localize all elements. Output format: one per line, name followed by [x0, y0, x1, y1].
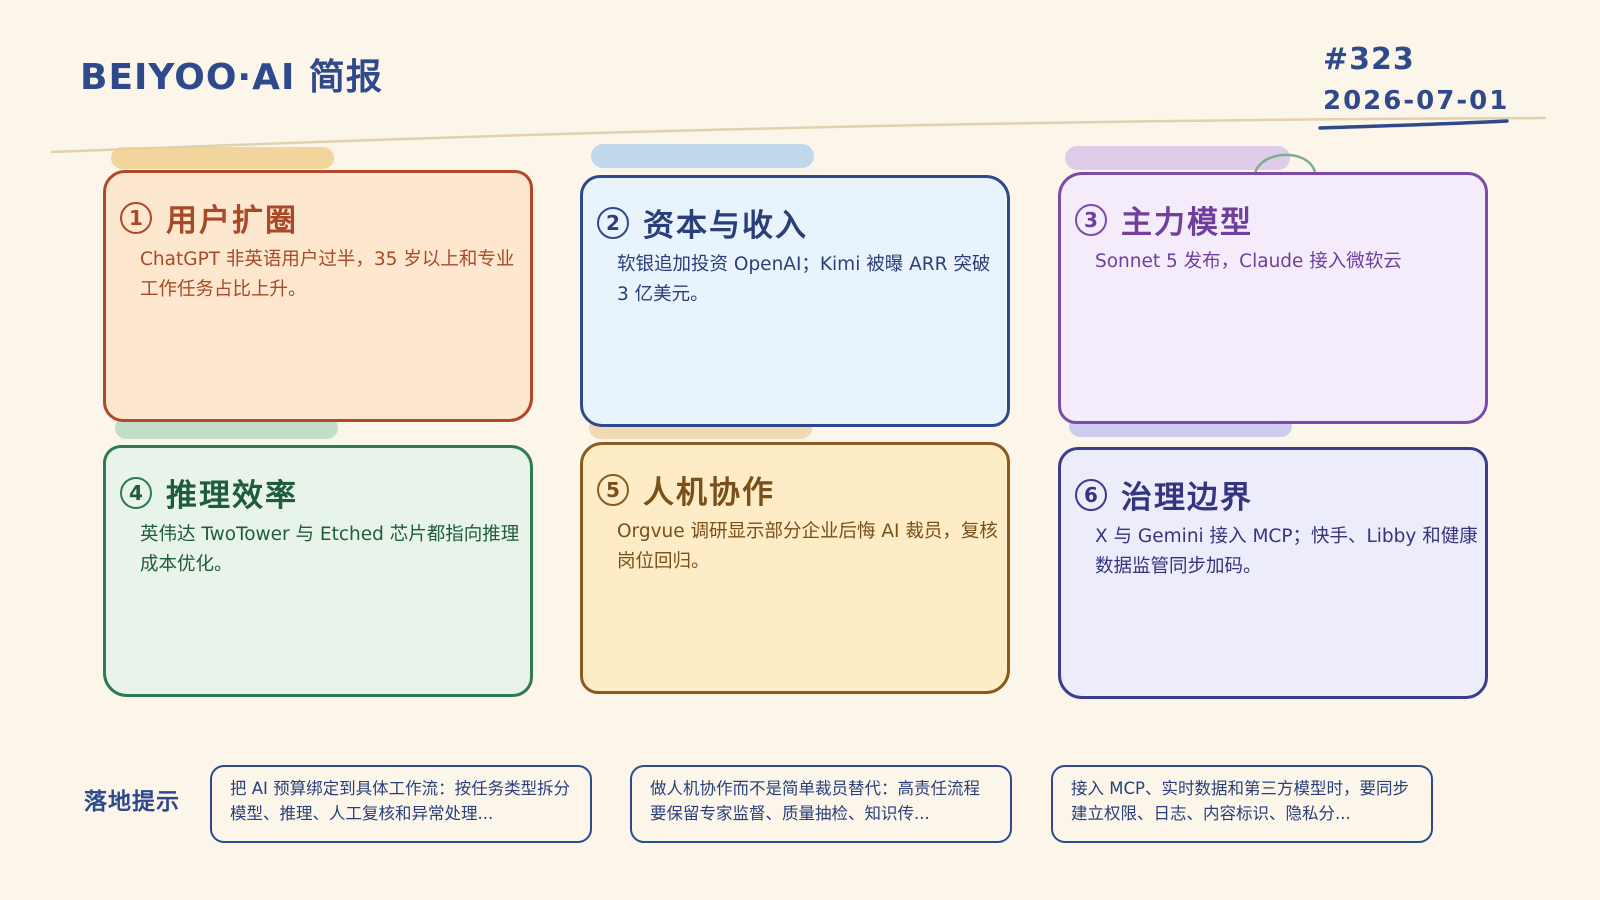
card-2: 2 资本与收入软银追加投资 OpenAI；Kimi 被曝 ARR 突破 3 亿美元… — [580, 175, 1010, 427]
card-number-badge: 5 — [597, 473, 629, 506]
card-header: 4 推理效率 — [120, 470, 298, 515]
card-3: 3 主力模型 Sonnet 5 发布，Claude 接入微软云 — [1058, 172, 1488, 424]
card-body: 英伟达 TwoTower 与 Etched 芯片都指向推理成本优化。 — [140, 524, 520, 575]
card-4: 4 推理效率英伟达 TwoTower 与 Etched 芯片都指向推理成本优化。 — [103, 445, 533, 697]
card-body: X 与 Gemini 接入 MCP；快手、Libby 和健康数据监管同步加码。 — [1095, 526, 1478, 577]
card-number-badge: 6 — [1075, 478, 1107, 511]
card-number-badge: 3 — [1075, 203, 1107, 236]
card-header: 1 用户扩圈 — [120, 195, 298, 240]
card-title: 用户扩圈 — [166, 203, 298, 239]
card-title: 治理边界 — [1121, 480, 1253, 516]
card-number-badge: 2 — [597, 206, 629, 239]
card-5: 5 人机协作 Orgvue 调研显示部分企业后悔 AI 裁员，复核岗位回归。 — [580, 442, 1010, 694]
card-header: 3 主力模型 — [1075, 197, 1253, 242]
card-header: 5 人机协作 — [597, 467, 775, 512]
tip-card-1: 把 AI 预算绑定到具体工作流：按任务类型拆分模型、推理、人工复核和异常处理..… — [210, 765, 592, 843]
card-body: Orgvue 调研显示部分企业后悔 AI 裁员，复核岗位回归。 — [617, 521, 998, 572]
card-title: 人机协作 — [643, 475, 775, 511]
card-6: 6 治理边界 X 与 Gemini 接入 MCP；快手、Libby 和健康数据监管同… — [1058, 447, 1488, 699]
card-title: 资本与收入 — [643, 208, 808, 244]
card-body: ChatGPT 非英语用户过半，35 岁以上和专业工作任务占比上升。 — [140, 249, 515, 300]
tip-card-2: 做人机协作而不是简单裁员替代：高责任流程要保留专家监督、质量抽检、知识传... — [630, 765, 1012, 843]
issue-date: 2026-07-01 — [1323, 86, 1510, 116]
card-title: 主力模型 — [1121, 205, 1253, 241]
card-number-badge: 1 — [120, 201, 152, 234]
card-body: Sonnet 5 发布，Claude 接入微软云 — [1095, 251, 1402, 272]
tip-card-3: 接入 MCP、实时数据和第三方模型时，要同步建立权限、日志、内容标识、隐私分..… — [1051, 765, 1433, 843]
tip-text-1: 把 AI 预算绑定到具体工作流：按任务类型拆分模型、推理、人工复核和异常处理..… — [230, 779, 571, 823]
card-1: 1 用户扩圈 ChatGPT 非英语用户过半，35 岁以上和专业工作任务占比上升。 — [103, 170, 533, 422]
tip-text-2: 做人机协作而不是简单裁员替代：高责任流程要保留专家监督、质量抽检、知识传... — [650, 779, 980, 823]
card-header: 2 资本与收入 — [597, 200, 808, 245]
card-body: 软银追加投资 OpenAI；Kimi 被曝 ARR 突破 3 亿美元。 — [617, 254, 991, 305]
card-header: 6 治理边界 — [1075, 472, 1253, 517]
issue-number: #323 — [1323, 42, 1415, 77]
card-number-badge: 4 — [120, 476, 152, 509]
card-title: 推理效率 — [166, 478, 298, 514]
tip-text-3: 接入 MCP、实时数据和第三方模型时，要同步建立权限、日志、内容标识、隐私分..… — [1071, 779, 1409, 823]
tips-label: 落地提示 — [84, 789, 180, 815]
brand-title: BEIYOO·AI 简报 — [80, 57, 383, 98]
